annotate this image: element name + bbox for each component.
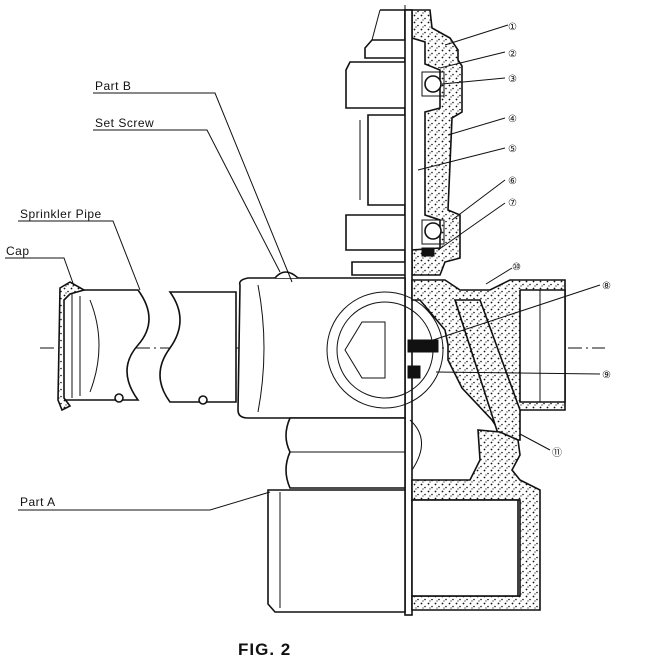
leader-part-b: [93, 92, 293, 283]
leader-set-screw: [93, 129, 281, 273]
pipe-cap: [57, 281, 87, 412]
callout-11: ⑪: [552, 447, 562, 459]
bearing-lower: [424, 222, 442, 240]
callout-10: ⑩: [512, 262, 521, 273]
callout-3: ③: [508, 74, 517, 85]
valve-disk-outer: [326, 291, 444, 409]
callout-6: ⑥: [508, 176, 517, 187]
label-part-b: Part B: [95, 79, 131, 93]
part-a-section: [411, 429, 541, 611]
leader-part-a: [18, 491, 271, 511]
part-b-section: [407, 279, 566, 441]
callout-4: ④: [508, 114, 517, 125]
callout-9: ⑨: [602, 370, 611, 381]
label-part-a: Part A: [20, 495, 56, 509]
pipe-segment: [159, 291, 237, 405]
bearing-upper: [424, 75, 442, 93]
part-a-body: [267, 417, 422, 613]
callout-7: ⑦: [508, 198, 517, 209]
figure-caption: FIG. 2: [238, 640, 291, 659]
stem-left-half: [345, 9, 406, 276]
callout-5: ⑤: [508, 144, 517, 155]
leader-sprinkler-pipe: [18, 220, 141, 291]
label-set-screw: Set Screw: [95, 116, 154, 130]
callout-2: ②: [508, 49, 517, 60]
label-cap: Cap: [6, 244, 30, 258]
leader-cap: [5, 257, 75, 287]
callout-1: ①: [508, 22, 517, 33]
label-sprinkler-pipe: Sprinkler Pipe: [20, 207, 102, 221]
sprinkler-pipe: [57, 281, 150, 412]
callout-8: ⑧: [602, 281, 611, 292]
